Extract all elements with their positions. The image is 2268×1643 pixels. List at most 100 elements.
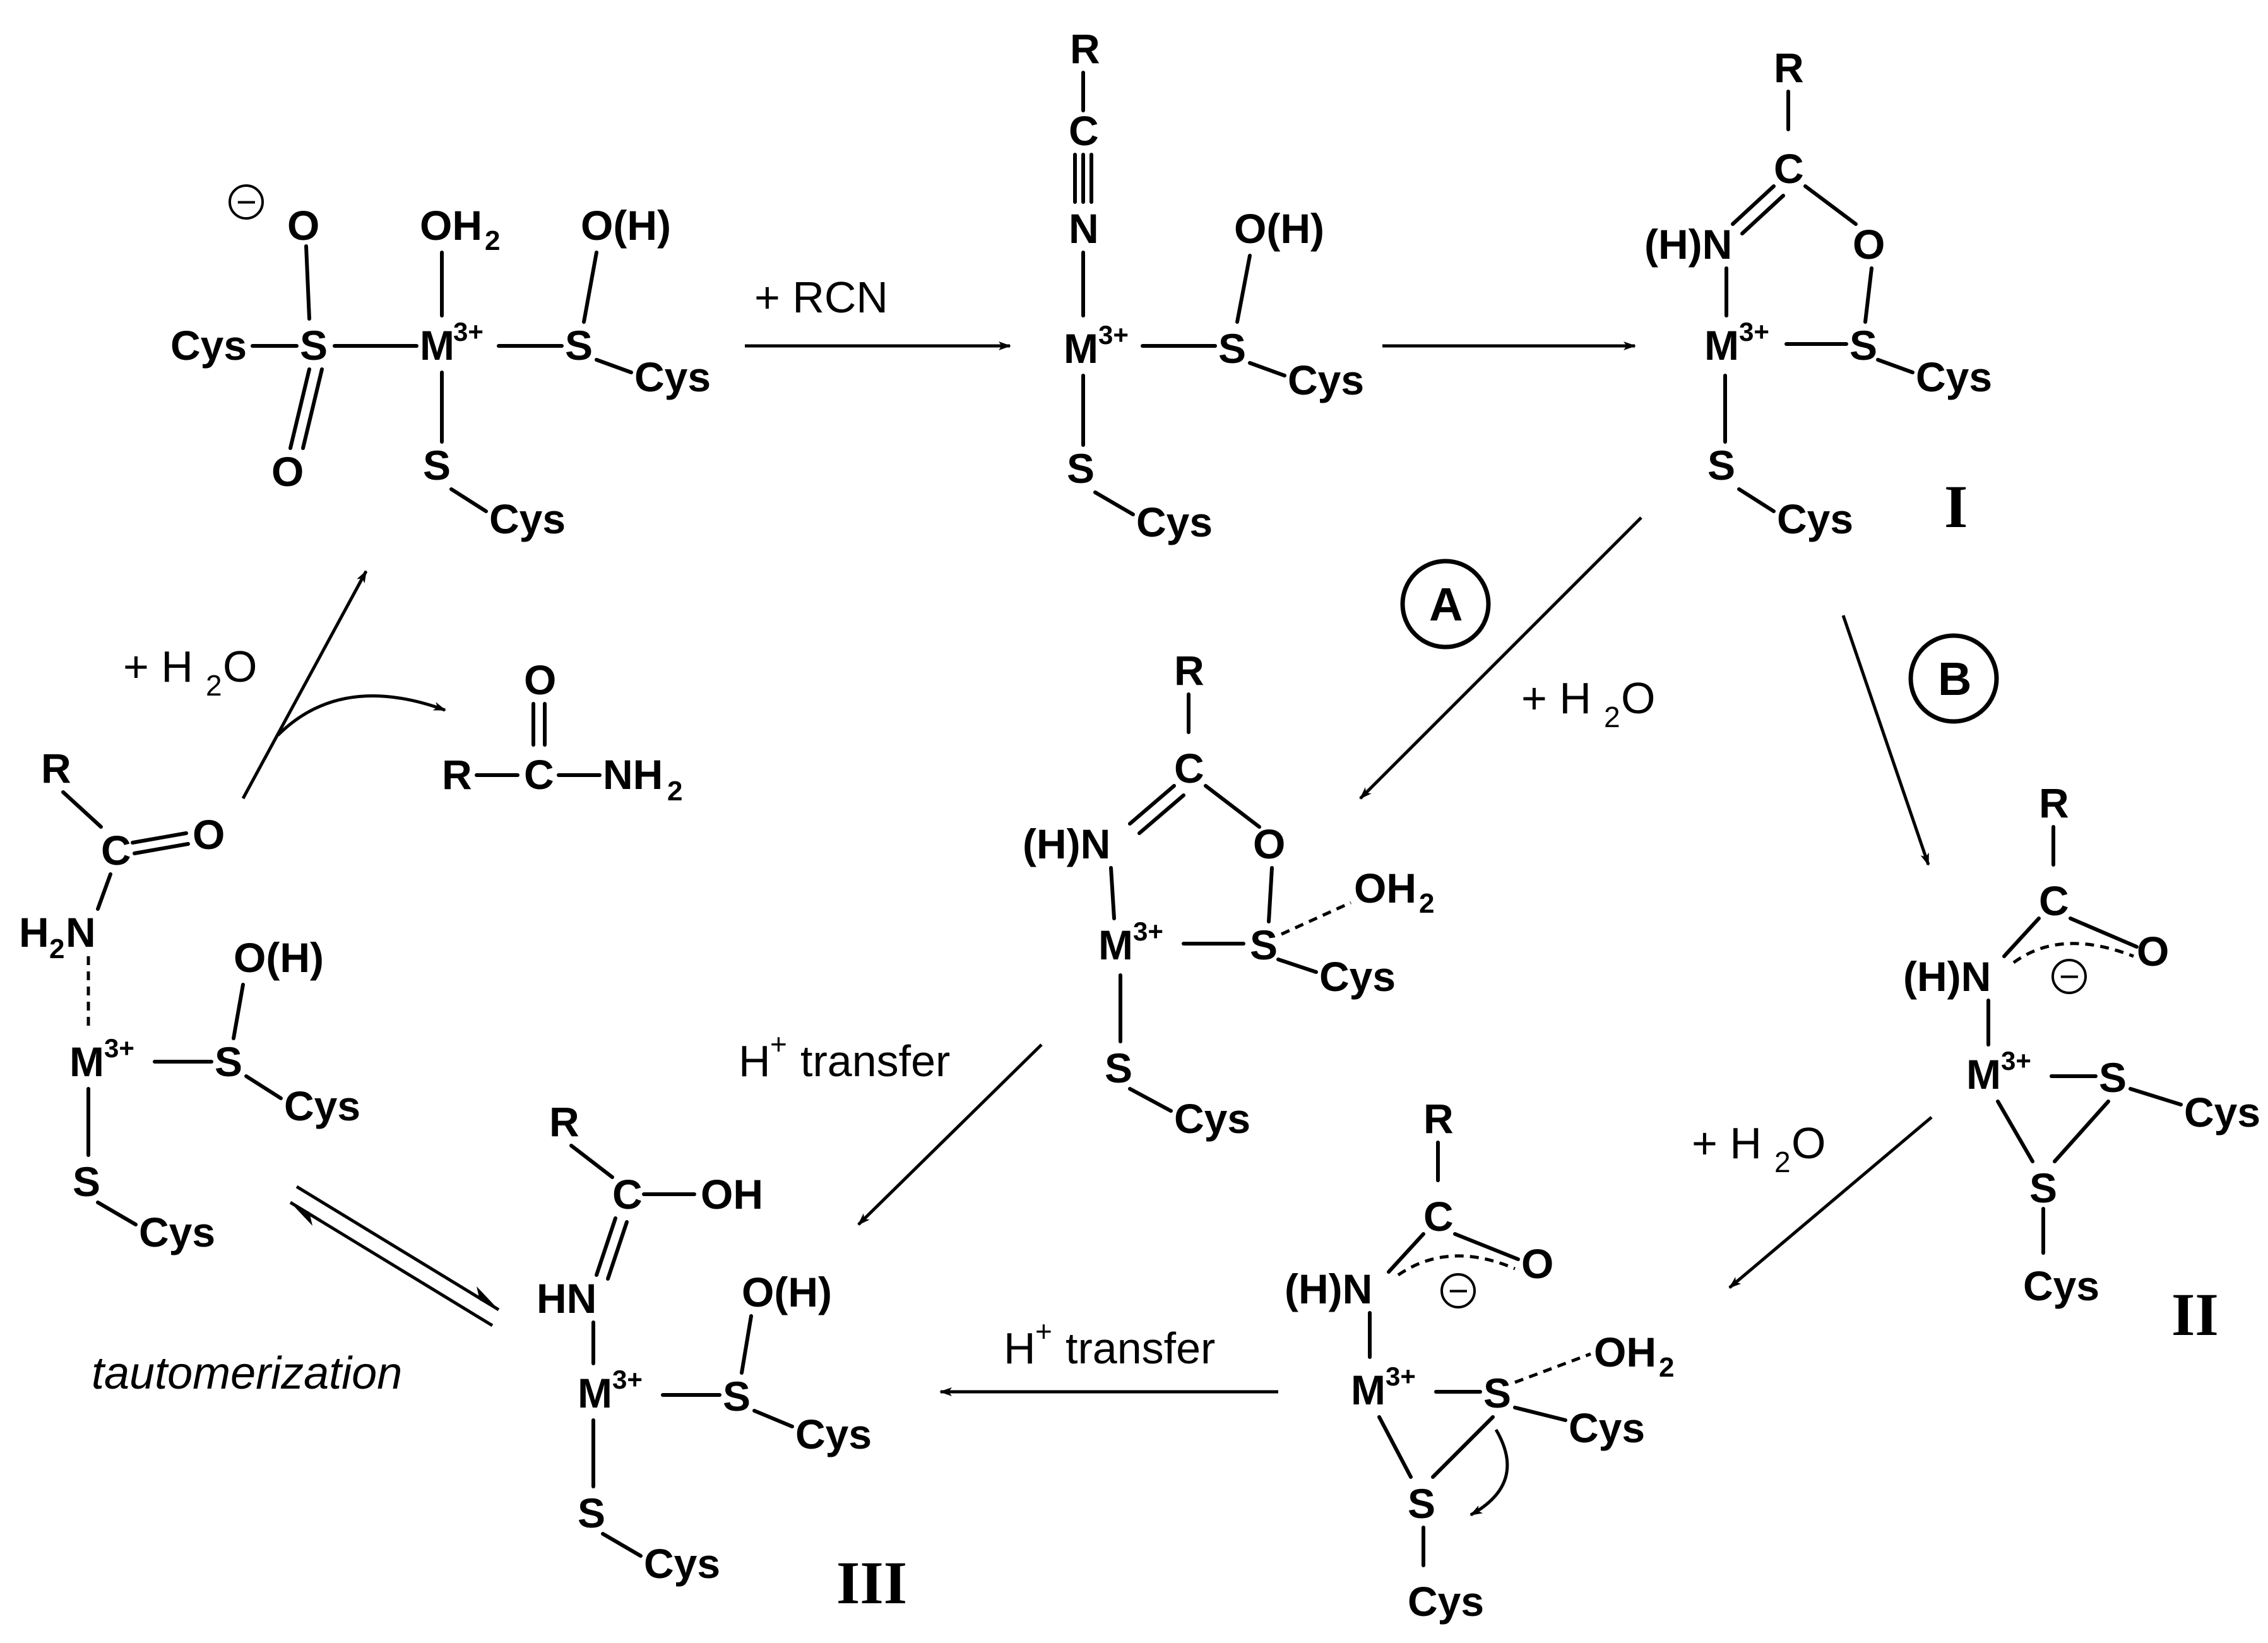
subscript-2: 2 [49, 934, 64, 964]
subscript-2: 2 [206, 669, 222, 702]
water-ligand-label: OH [420, 202, 482, 249]
proton-plus-label: + [1035, 1315, 1052, 1348]
atom-s-label: S [1408, 1480, 1435, 1527]
atom-c-label: C [101, 827, 131, 874]
negative-charge-label: − [2059, 956, 2080, 996]
subscript-2: 2 [1604, 701, 1620, 733]
atom-cys-label: Cys [139, 1209, 215, 1255]
atom-oh-label: O(H) [1234, 205, 1324, 252]
intermediate-II-structure: R C (H)N O − M 3+ S Cys S Cys II [1903, 780, 2260, 1348]
atom-s-label: S [1067, 445, 1095, 492]
pathway-a-label: A [1429, 578, 1463, 631]
atom-s-label: S [1483, 1370, 1511, 1416]
amide-bound-structure: R C O H 2 N M 3+ S O(H) Cys S Cys [19, 745, 360, 1255]
metal-charge-label: 3+ [612, 1365, 643, 1394]
negative-charge-label: − [1448, 1271, 1469, 1310]
reaction-arrow [1728, 1116, 1933, 1289]
proton-transfer-arrow [857, 1043, 1043, 1226]
atom-c-label: C [1774, 145, 1804, 192]
water-o-label: O [1621, 673, 1655, 723]
atom-o-label: O [1521, 1240, 1553, 1287]
metal-charge-label: 3+ [2001, 1046, 2031, 1076]
intermediate-III-structure: R C OH HN M 3+ S O(H) Cys S Cys III [537, 1098, 907, 1616]
add-rcn-label: + RCN [754, 273, 888, 322]
atom-hn-label: HN [537, 1275, 597, 1322]
subscript-2: 2 [485, 225, 500, 256]
tautomerization-equilibrium-arrows [289, 1185, 500, 1327]
water-o-label: O [1791, 1118, 1826, 1168]
atom-oh-label: O(H) [581, 202, 671, 249]
atom-h2n-label: H [19, 909, 49, 956]
atom-hn-label: (H)N [1644, 221, 1732, 268]
metal-charge-label: 3+ [453, 317, 484, 347]
atom-c-label: C [1174, 745, 1204, 792]
atom-r-label: R [442, 751, 472, 798]
atom-cys-label: Cys [634, 353, 711, 400]
h-transfer-label: transfer [1066, 1324, 1215, 1373]
atom-s-label: S [1218, 325, 1246, 372]
tautomerization-label: tautomerization [92, 1348, 402, 1399]
atom-oh-label: OH [701, 1171, 763, 1218]
atom-c-label: C [1069, 107, 1099, 154]
atom-oh-label: O(H) [742, 1269, 832, 1315]
water-o-label: O [223, 642, 257, 691]
pathway-a-badge [1400, 559, 1491, 649]
amide-nh-label: NH [603, 751, 663, 798]
subscript-2: 2 [667, 776, 682, 807]
atom-cys-label: Cys [489, 495, 566, 542]
atom-s-label: S [300, 322, 328, 369]
atom-r-label: R [549, 1098, 579, 1145]
resting-state-structure: Cys S O − O M 3+ OH 2 S O(H) Cys S Cys [170, 182, 711, 542]
atom-s-label: S [423, 442, 451, 489]
atom-cys-label: Cys [1319, 953, 1396, 1000]
atom-cys-label: Cys [1777, 495, 1853, 542]
pathway-a-hydrated-structure: R C (H)N O M 3+ S OH 2 Cys S Cys [1023, 647, 1434, 1142]
atom-cys-label: Cys [284, 1082, 360, 1129]
atom-m-label: M [69, 1038, 104, 1085]
atom-s-label: S [2099, 1054, 2127, 1101]
pathway-b-label: B [1938, 653, 1971, 705]
atom-m-label: M [1098, 922, 1133, 968]
atom-s-label: S [565, 322, 593, 369]
intermediate-label-II: II [2171, 1281, 2219, 1348]
atom-m-label: M [420, 322, 454, 369]
atom-m-label: M [1064, 325, 1098, 372]
proton-h-label: H [1004, 1324, 1036, 1373]
atom-s-label: S [73, 1158, 100, 1205]
atom-cys-label: Cys [170, 322, 247, 369]
atom-cys-label: Cys [1174, 1095, 1250, 1142]
atom-s-label: S [1707, 442, 1735, 489]
atom-oh-label: O(H) [234, 934, 324, 981]
metal-charge-label: 3+ [1098, 320, 1129, 350]
subscript-2: 2 [1659, 1352, 1674, 1383]
atom-s-label: S [1105, 1045, 1132, 1091]
atom-o-label: O [193, 811, 225, 858]
atom-cys-label: Cys [2023, 1262, 2099, 1309]
electron-push-arrow [1469, 1428, 1509, 1517]
atom-hn-label: (H)N [1023, 821, 1110, 867]
atom-c-label: C [612, 1171, 643, 1218]
pathway-b-arrow [1841, 615, 1930, 866]
water-ligand-label: OH [1594, 1329, 1656, 1375]
intermediate-I-structure: R C (H)N O M 3+ S Cys S Cys I [1644, 44, 1992, 542]
atom-r-label: R [41, 745, 71, 792]
atom-s-label: S [2029, 1165, 2057, 1211]
add-water-label: + H [123, 642, 193, 691]
amide-product: O R C NH 2 [442, 656, 682, 807]
water-ligand-label: OH [1354, 865, 1416, 911]
atom-cys-label: Cys [1408, 1578, 1484, 1625]
atom-r-label: R [1423, 1095, 1454, 1142]
atom-o-label: O [1253, 821, 1285, 867]
add-water-label: + H [1692, 1118, 1762, 1168]
h-transfer-label: transfer [800, 1036, 950, 1086]
subscript-2: 2 [1774, 1146, 1791, 1178]
atom-o-label: O [2137, 928, 2169, 975]
metal-charge-label: 3+ [104, 1033, 134, 1063]
atom-cys-label: Cys [1916, 353, 1992, 400]
atom-hn-label: (H)N [1285, 1266, 1372, 1312]
atom-m-label: M [1704, 322, 1739, 369]
metal-charge-label: 3+ [1739, 317, 1769, 347]
atom-cys-label: Cys [1136, 499, 1213, 545]
proton-plus-label: + [770, 1028, 787, 1060]
